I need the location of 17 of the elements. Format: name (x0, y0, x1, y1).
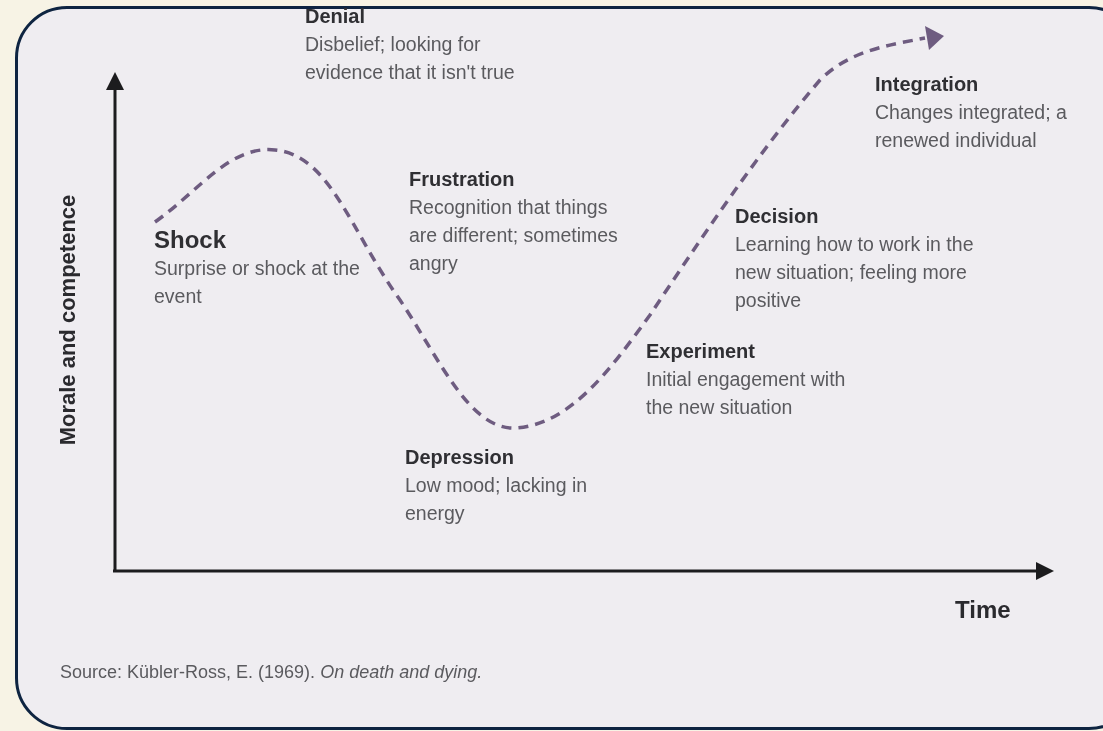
stage-heading: Depression (405, 445, 515, 470)
source-caption: Source: Kübler-Ross, E. (1969). On death and dying. (60, 662, 483, 683)
stage-heading: Integration (875, 72, 980, 97)
stage-heading: Decision (735, 204, 820, 229)
stage-heading: Shock (154, 226, 228, 254)
stage-description: Surprise or shock at the event (154, 256, 361, 309)
stage-description: Recognition that things are different; sometimes angry (409, 195, 619, 276)
stage-heading: Experiment (646, 339, 756, 364)
stage-description: Low mood; lacking in energy (405, 473, 589, 526)
stage-description: Changes integrated; a renewed individual (875, 100, 1068, 153)
stage-description: Disbelief; looking for evidence that it isn't true (305, 32, 515, 85)
stage-heading: Denial (305, 4, 367, 29)
axis-title: Time (955, 596, 1011, 624)
axis-title: Morale and competence (55, 194, 81, 446)
stage-heading: Frustration (409, 167, 516, 192)
stage-description: Learning how to work in the new situation; feeling more positive (735, 232, 975, 313)
stage-description: Initial engagement with the new situation (646, 367, 847, 420)
